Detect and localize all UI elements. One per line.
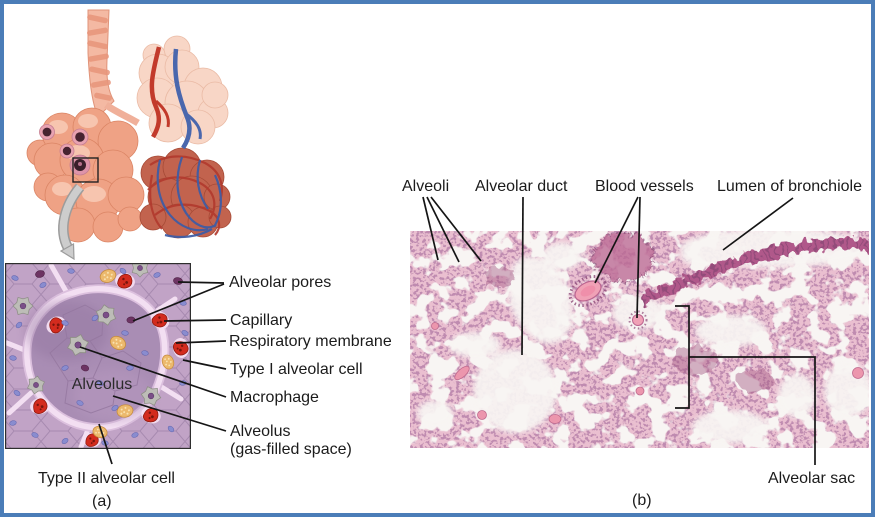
- pulmonary-vessels: [147, 46, 223, 239]
- label-alveolus-line2: (gas-filled space): [230, 441, 352, 458]
- label-alveolar-duct: Alveolar duct: [475, 178, 568, 195]
- label-alveolar-pores: Alveolar pores: [229, 274, 332, 291]
- label-type-ii-alveolar-cell: Type II alveolar cell: [38, 470, 175, 487]
- caption-panel-b: (b): [632, 492, 652, 509]
- label-alveolar-sac: Alveolar sac: [768, 470, 856, 487]
- alveolus-inline-label: Alveolus: [72, 376, 132, 393]
- bronchial-tree-illustration: [26, 9, 232, 261]
- caption-panel-a: (a): [92, 493, 112, 510]
- label-alveolus-line1: Alveolus: [230, 423, 291, 440]
- label-lumen-of-bronchiole: Lumen of bronchiole: [717, 178, 862, 195]
- label-capillary: Capillary: [230, 312, 293, 329]
- open-alveoli: [39, 124, 91, 176]
- vascular-cluster: [139, 147, 232, 239]
- label-alveoli: Alveoli: [402, 178, 450, 195]
- alveolus-detail-illustration: Alveolus: [5, 263, 191, 449]
- label-type-i-alveolar-cell: Type I alveolar cell: [230, 361, 363, 378]
- inset-selection-box: [72, 157, 99, 183]
- label-respiratory-membrane: Respiratory membrane: [229, 333, 392, 350]
- lung-histology-micrograph: [410, 231, 869, 448]
- blood-vessels-structures: [431, 274, 864, 424]
- label-blood-vessels: Blood vessels: [595, 178, 694, 195]
- zoom-arrow-icon: [58, 183, 85, 261]
- label-macrophage: Macrophage: [230, 389, 319, 406]
- label-alveolus-gas-space: Alveolus (gas-filled space): [230, 423, 352, 459]
